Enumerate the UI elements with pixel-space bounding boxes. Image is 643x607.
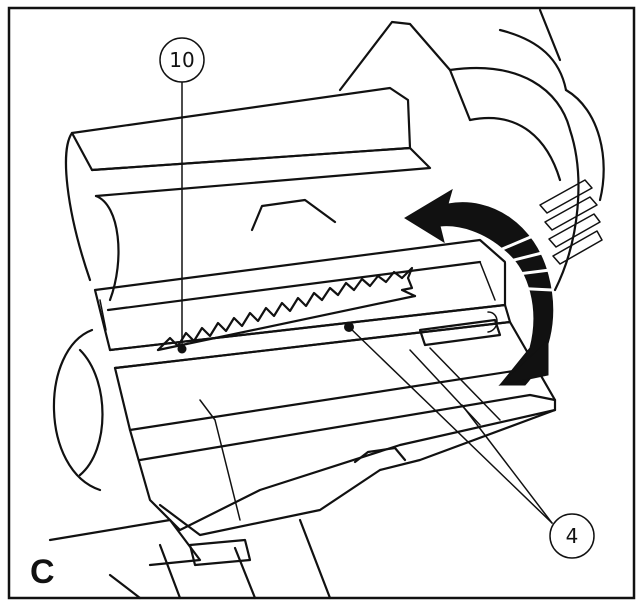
callout-4-label: 4 bbox=[566, 524, 579, 548]
figure-frame bbox=[7, 6, 636, 600]
callout-10: 10 bbox=[159, 37, 205, 83]
rotation-arrow-icon bbox=[404, 188, 554, 386]
callout-4-leader-secondary bbox=[461, 404, 553, 524]
callout-4-leader bbox=[348, 326, 553, 524]
callout-10-label: 10 bbox=[169, 48, 194, 72]
panel-label: C bbox=[30, 553, 55, 591]
jigsaw-blade bbox=[156, 266, 417, 354]
callout-4: 4 bbox=[549, 513, 595, 559]
tool-body bbox=[48, 8, 605, 600]
